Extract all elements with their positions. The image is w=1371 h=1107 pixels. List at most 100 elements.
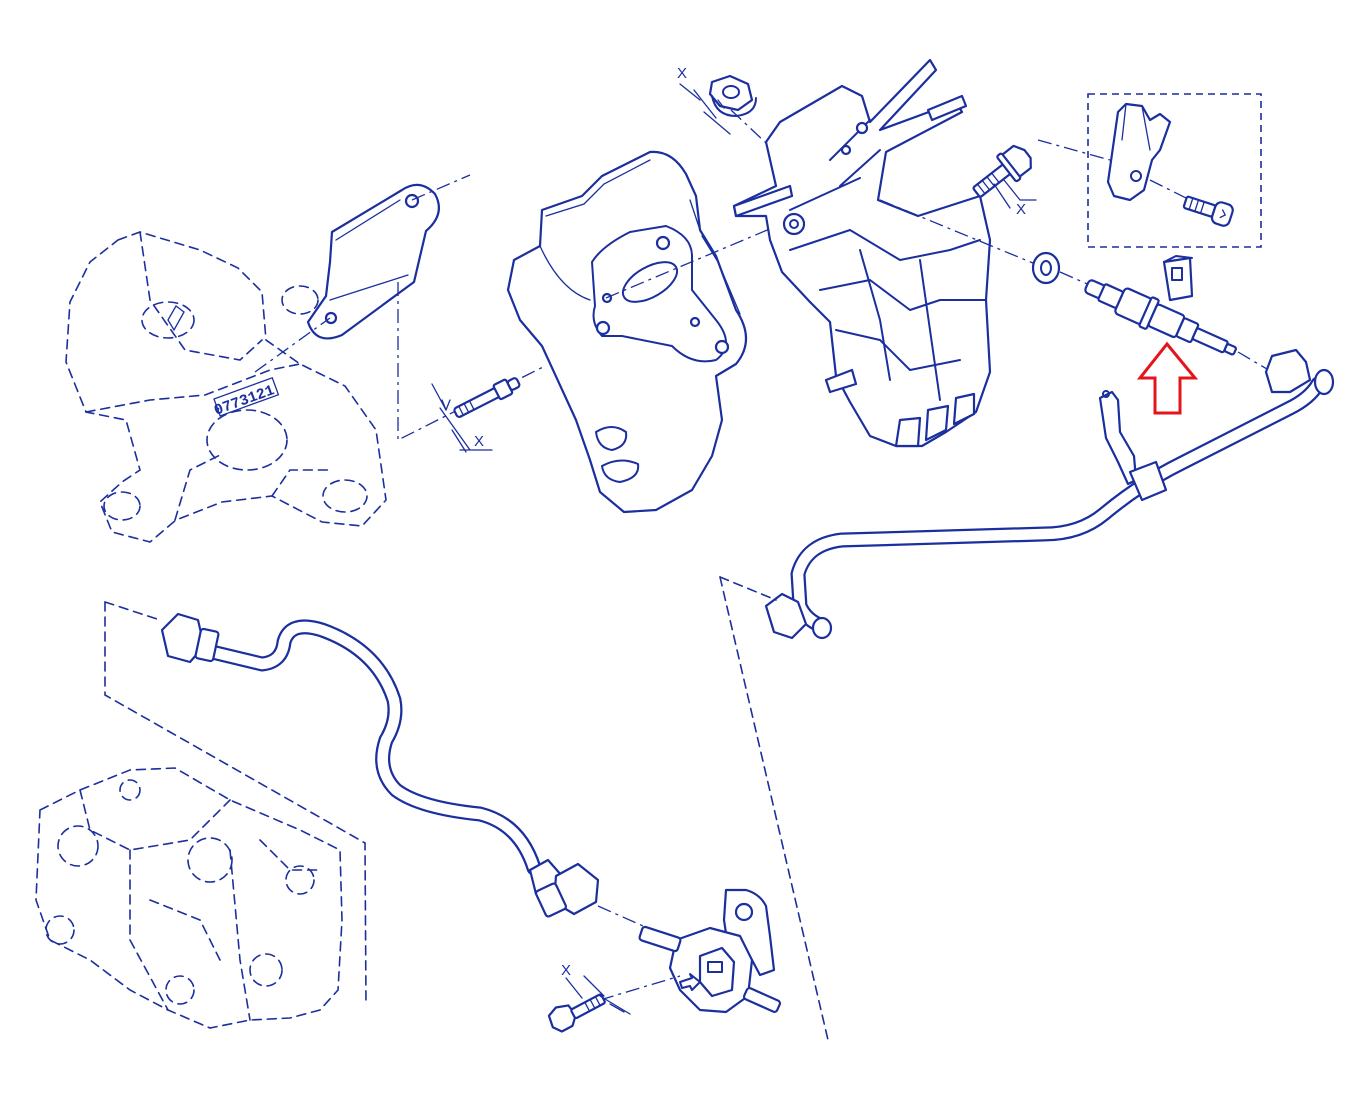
pump-rib — [79, 789, 231, 851]
dimension-marker-bolt: X — [993, 179, 1037, 218]
tube-fill — [206, 621, 540, 874]
washer-outer — [1031, 251, 1061, 285]
sensor-end — [1223, 343, 1237, 356]
dimension-line — [993, 179, 1037, 209]
pump-boss — [45, 915, 75, 945]
heat-shield-rim — [545, 159, 741, 315]
dimension-label: X — [561, 962, 571, 979]
leader-line — [597, 905, 653, 931]
engine-block-lower-phantom — [35, 767, 343, 1029]
bracket-hole — [840, 144, 852, 156]
up-arrow-outline-icon — [1136, 341, 1199, 415]
bracket-rod — [926, 94, 968, 122]
leader-line — [605, 227, 773, 299]
detail-box-frame — [1087, 93, 1262, 248]
leader-line — [254, 317, 331, 373]
flow-direction-arrow-icon — [679, 973, 701, 991]
engine-boss — [206, 409, 288, 471]
heat-shield-outline — [506, 150, 748, 514]
bracket-rod — [732, 184, 794, 218]
clamp-hole — [1130, 170, 1142, 182]
sensor-stem — [1191, 327, 1229, 354]
top-nut — [708, 74, 757, 117]
tube-connector-top — [1264, 348, 1312, 394]
nut-flange — [711, 95, 757, 117]
leader-line — [879, 199, 1046, 269]
leader-line — [599, 975, 681, 1001]
pump-boss — [285, 865, 315, 895]
gasket-plate — [306, 183, 440, 340]
bracket-foot — [894, 416, 922, 448]
lower-bracket-hole — [734, 902, 754, 922]
engine-block-rib — [85, 363, 301, 413]
gasket-hole — [324, 311, 338, 325]
dimension-line — [431, 383, 493, 453]
sensor-component — [1084, 255, 1237, 356]
tube-clip — [1128, 460, 1168, 502]
engine-small-mark — [167, 305, 185, 332]
tube-support-bracket — [1098, 390, 1138, 486]
bracket-web — [819, 279, 987, 311]
bracket-foot — [924, 404, 950, 442]
part-stamp-frame — [213, 376, 280, 417]
dimension-label: X — [1016, 201, 1026, 218]
gasket-edge — [329, 199, 409, 301]
tube-end-cap — [1313, 368, 1335, 396]
heat-shield-hole — [655, 235, 671, 251]
engine-boss — [103, 491, 141, 521]
washer-inner — [1040, 260, 1052, 276]
heat-shield-dimple — [601, 459, 640, 483]
dimension-label: X — [677, 65, 687, 82]
bracket-web — [789, 229, 981, 261]
bracket-bolt — [972, 144, 1032, 198]
sensor-connector-latch — [1171, 267, 1183, 281]
bolt-thread — [976, 172, 1000, 195]
stud-thread — [458, 400, 475, 416]
pump-boss — [57, 825, 99, 867]
bracket-body — [732, 58, 992, 448]
engine-block-edge — [174, 454, 331, 521]
engine-block-upper-phantom: 0773121 — [65, 231, 387, 543]
lower-bolt — [547, 993, 606, 1033]
bolt-head — [547, 1004, 577, 1033]
dimension-line — [565, 975, 631, 1015]
clamp-fork — [1121, 103, 1151, 151]
heat-shield-hole — [595, 320, 611, 336]
stud-bolt — [453, 377, 521, 418]
leader-line — [1037, 139, 1111, 161]
mounting-bracket — [732, 58, 992, 448]
lower-sensor-assembly — [638, 888, 782, 1014]
dimension-marker-top: X — [677, 65, 731, 135]
gasket-hole — [404, 193, 420, 209]
pump-boss — [119, 779, 141, 801]
engine-block-outline — [65, 231, 387, 543]
engine-block-rib — [139, 231, 263, 361]
screw-torx — [1219, 209, 1227, 219]
phantom-guide-line — [719, 576, 777, 601]
harness-tube-right — [764, 348, 1335, 640]
engine-boss — [281, 285, 319, 315]
tube-connector-bottom — [764, 592, 808, 640]
bracket-hole-inner — [789, 219, 799, 229]
pump-detail — [149, 839, 321, 961]
heat-shield-port — [621, 261, 679, 303]
pump-boss — [187, 837, 233, 883]
gasket-plate-outline — [306, 183, 440, 340]
bracket-hole — [855, 121, 869, 135]
tube-end-cap — [811, 616, 833, 640]
engine-boss — [141, 301, 195, 339]
nut-bore — [722, 85, 740, 99]
harness-tube-lower — [160, 612, 600, 918]
pump-rib — [129, 849, 251, 1021]
phantom-guide-line — [104, 601, 161, 621]
heat-shield-crease — [539, 199, 701, 301]
tube-union-body — [535, 882, 567, 918]
bolt-shank — [570, 993, 606, 1020]
phantom-guide-line — [719, 576, 829, 1041]
bolt-washer — [996, 152, 1022, 183]
detail-box-clamp — [1087, 93, 1262, 248]
dimension-label: X — [474, 433, 484, 450]
dimension-marker-bottom: X — [561, 962, 631, 1015]
nut-hex — [708, 74, 754, 112]
